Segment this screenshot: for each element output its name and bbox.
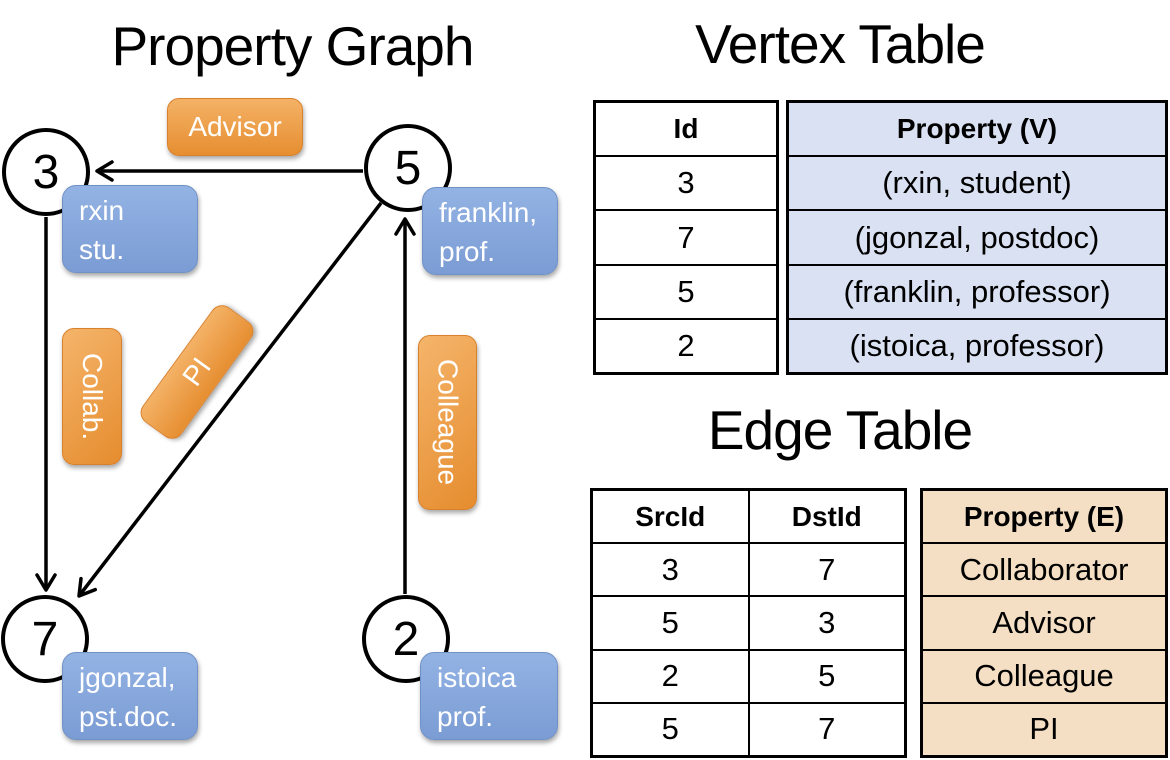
edge-table-srcid-cell: 3 (661, 551, 679, 587)
vertex-table-property-cell: (rxin, student) (789, 155, 1165, 209)
graph-node-5: 5 (364, 124, 452, 212)
edge-table-dstid-cell: 5 (747, 650, 905, 702)
edge-table-srcid-cell: 2 (661, 658, 679, 694)
vertex-table-id-cell: 5 (596, 263, 776, 318)
vertex-box-line: prof. (437, 701, 494, 732)
vertex-property-box-franklin: franklin, prof. (422, 187, 558, 275)
edge-table-srcid-cell: 5 (661, 605, 679, 640)
vertex-box-line: pst.doc. (79, 701, 178, 732)
edge-label-colleague: Colleague (418, 335, 477, 510)
vertex-table-id-column: Id 3 7 5 2 (593, 100, 779, 375)
vertex-table-title: Vertex Table (695, 13, 986, 75)
edge-label-advisor: Advisor (167, 98, 303, 156)
vertex-table-id-header: Id (673, 113, 699, 145)
edge-table-property-column: Property (E) Collaborator Advisor Collea… (920, 488, 1168, 758)
edge-table-dstid-header: DstId (747, 491, 905, 543)
edge-table-property-cell: PI (923, 701, 1165, 755)
edge-label-collab: Collab. (62, 328, 122, 465)
property-graph-title: Property Graph (111, 15, 474, 77)
vertex-property-box-rxin: rxin stu. (62, 185, 198, 273)
vertex-table-property-cell: (franklin, professor) (789, 263, 1165, 318)
vertex-box-line: franklin, (439, 197, 538, 228)
edge-table-title: Edge Table (707, 399, 973, 461)
node-id-label: 2 (392, 612, 420, 666)
vertex-property-box-jgonzal: jgonzal, pst.doc. (62, 652, 198, 740)
vertex-table-property-column: Property (V) (rxin, student) (jgonzal, p… (786, 100, 1168, 375)
edge-table-src-dst-columns: SrcId DstId 3 7 5 3 2 5 5 7 (590, 488, 907, 758)
edge-table-dstid-cell: 3 (747, 597, 905, 649)
vertex-box-line: jgonzal, (79, 662, 176, 693)
vertex-box-line: prof. (439, 236, 496, 267)
vertex-table-property-cell: (jgonzal, postdoc) (789, 209, 1165, 263)
node-id-label: 3 (32, 145, 60, 199)
vertex-box-line: rxin (79, 195, 125, 226)
edge-table-dstid-cell: 7 (747, 544, 905, 596)
graph-node-2: 2 (362, 595, 450, 683)
node-id-label: 5 (394, 141, 422, 195)
node-id-label: 7 (31, 612, 59, 666)
edge-table-property-cell: Advisor (923, 595, 1165, 648)
vertex-box-line: istoica (437, 662, 517, 693)
edge-table-property-cell: Colleague (923, 648, 1165, 702)
edge-table-dstid-cell: 7 (747, 703, 905, 756)
vertex-table-property-cell: (istoica, professor) (789, 317, 1165, 372)
edge-table-srcid-header: SrcId (635, 500, 706, 532)
vertex-table-id-cell: 7 (596, 209, 776, 263)
edge-table-property-cell: Collaborator (923, 542, 1165, 595)
vertex-table-property-header: Property (V) (896, 113, 1058, 145)
edge-arrow-5-to-7-pi (77, 201, 383, 598)
vertex-box-line: stu. (79, 234, 125, 265)
vertex-table-id-cell: 3 (596, 155, 776, 209)
vertex-property-box-istoica: istoica prof. (420, 652, 558, 740)
graph-edges-layer (35, 160, 416, 598)
edge-table-property-header: Property (E) (963, 500, 1125, 532)
edge-table-srcid-cell: 5 (661, 711, 679, 747)
vertex-table-id-cell: 2 (596, 317, 776, 372)
